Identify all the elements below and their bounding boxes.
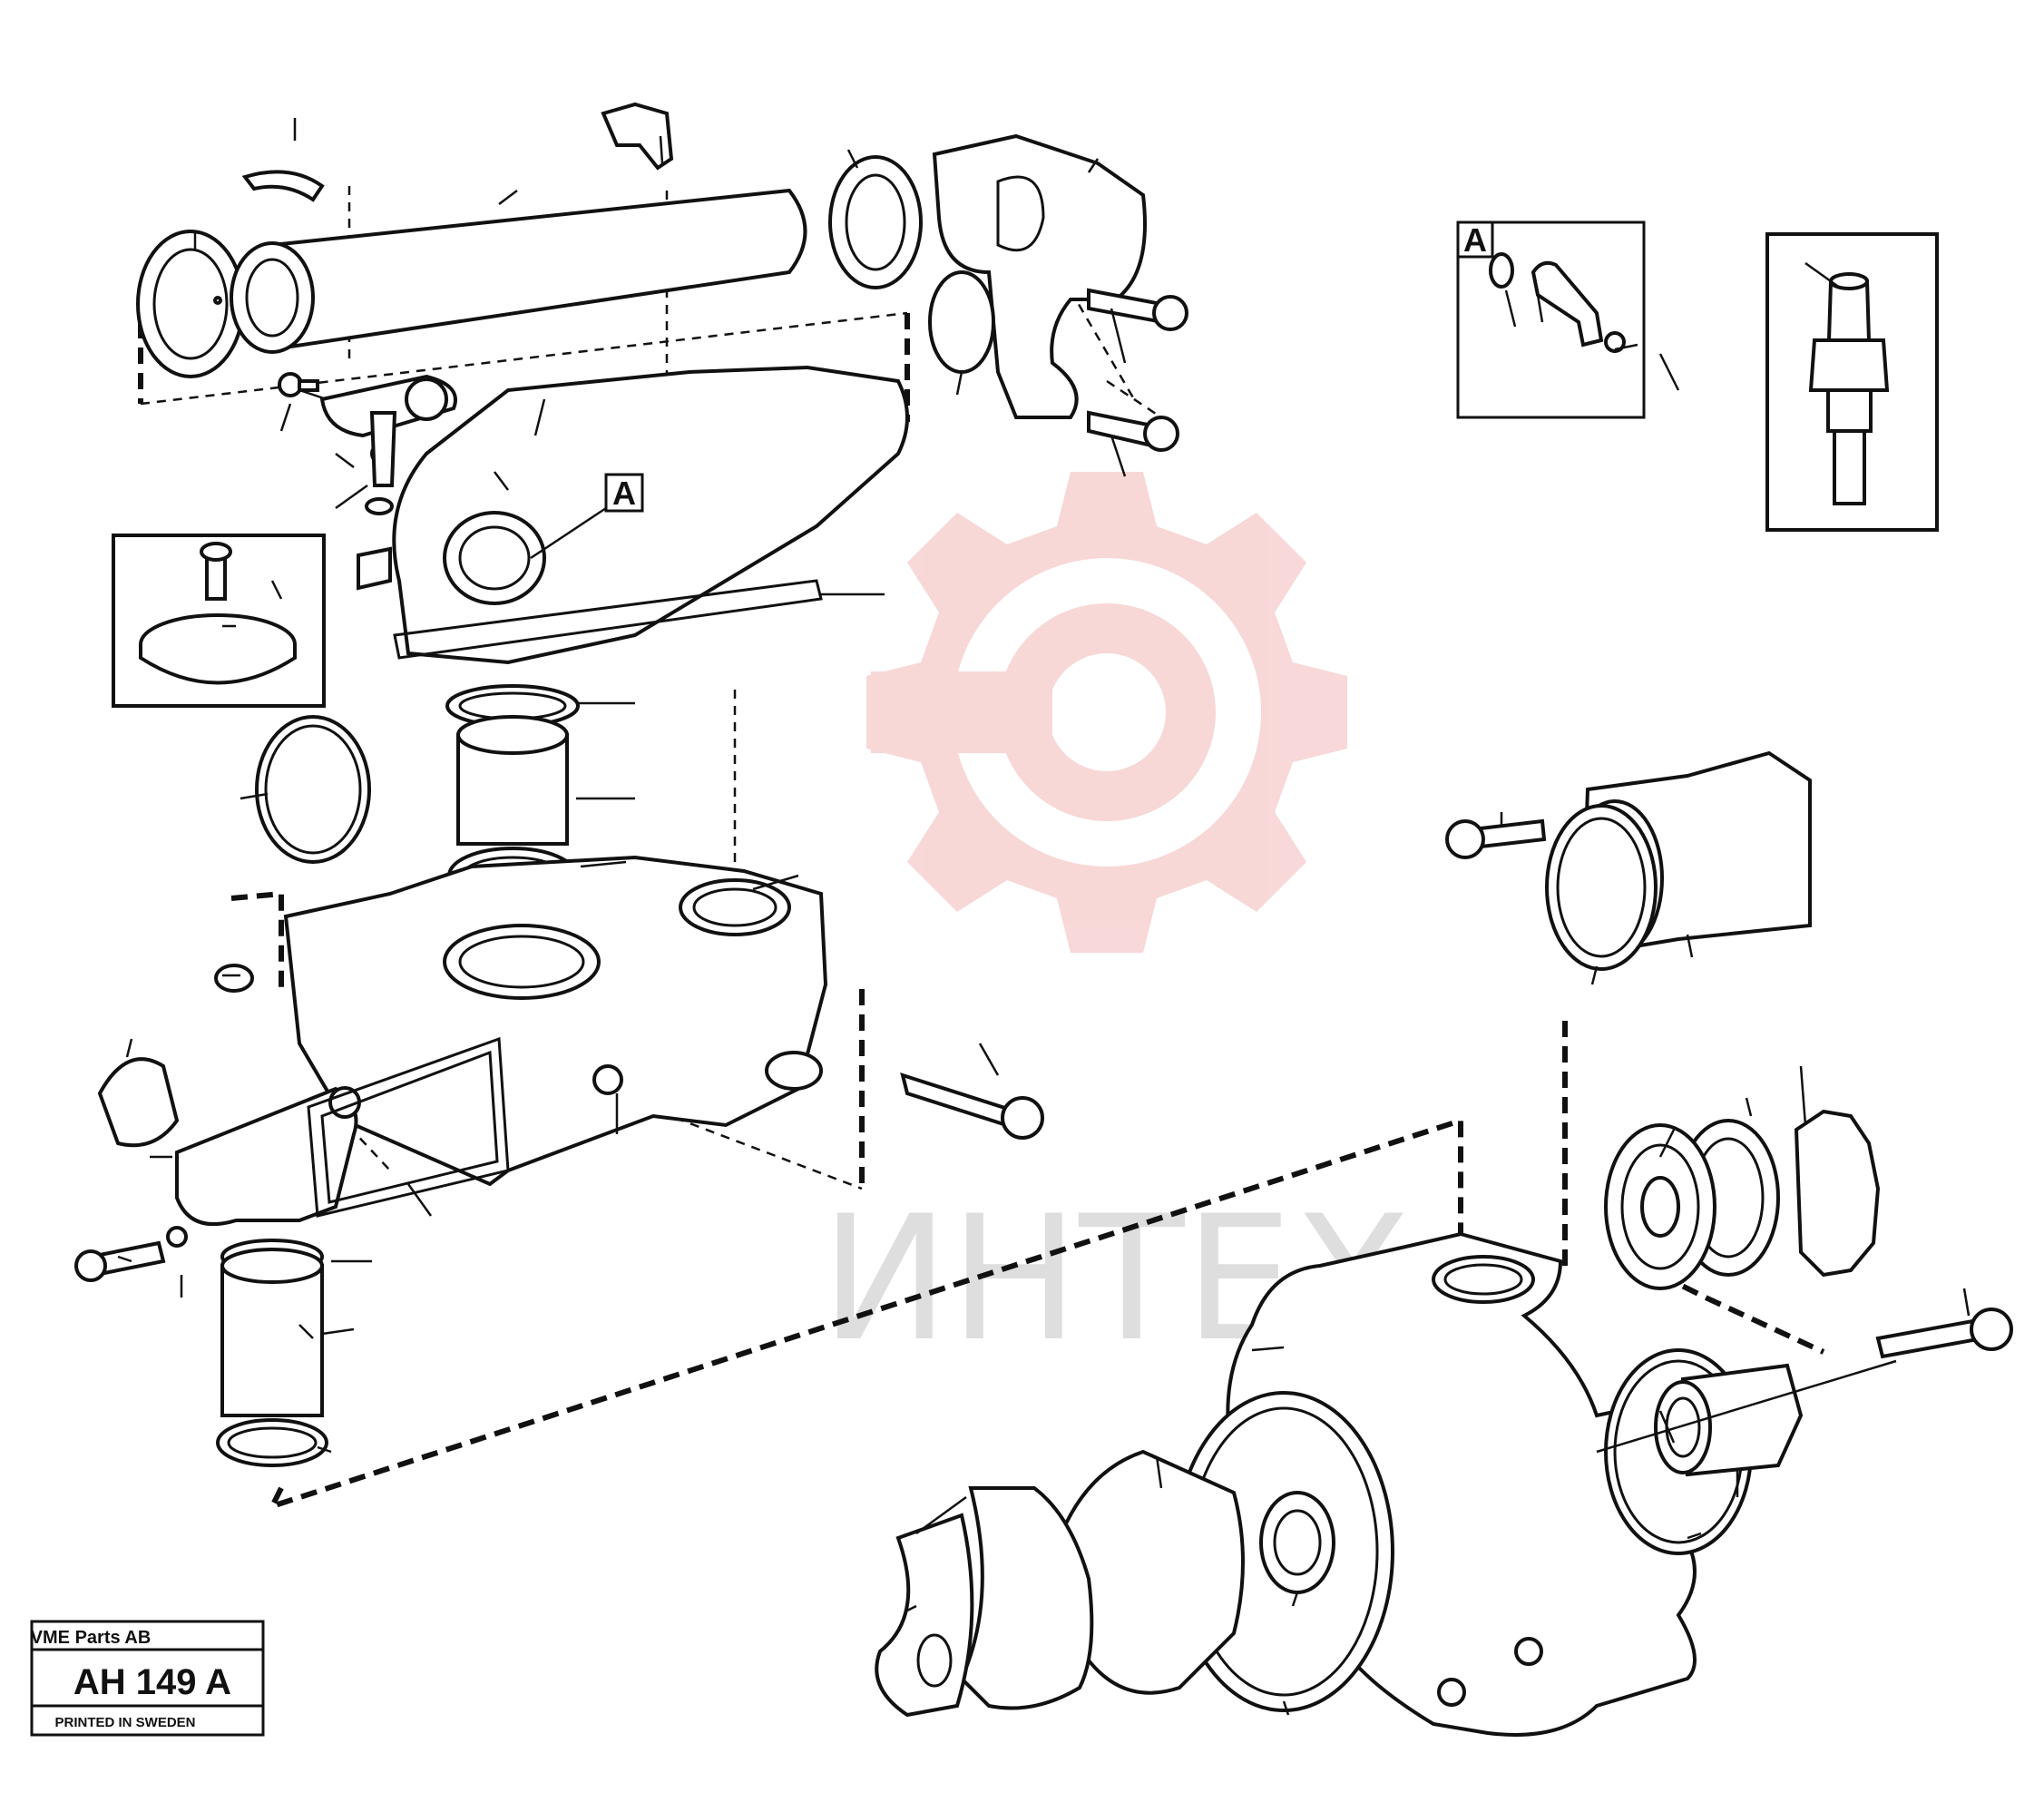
detail-box-sensor xyxy=(1765,232,1939,532)
callout-a-letter: A xyxy=(612,475,636,512)
watermark-gear-icon xyxy=(866,472,1347,953)
stamp-code: AH 149 A xyxy=(73,1662,231,1702)
thermostat-cover xyxy=(213,296,909,665)
stamp-company: VME Parts AB xyxy=(31,1628,152,1648)
coolant-pipe-assembly xyxy=(136,102,923,378)
watermark: ИНТЕХ xyxy=(820,472,1412,1379)
impeller-assembly xyxy=(875,1391,1394,1718)
detail-box-a-letter: A xyxy=(1463,221,1487,259)
lower-thermostat-housing xyxy=(214,855,1044,1187)
side-housing xyxy=(1445,750,1812,971)
drive-gear-set xyxy=(1604,1109,1881,1290)
detail-box-a: A xyxy=(1456,220,1646,419)
connecting-pipe xyxy=(216,1239,328,1467)
title-stamp: VME Parts AB AH 149 A PRINTED IN SWEDEN xyxy=(30,1620,265,1737)
stamp-printed: PRINTED IN SWEDEN xyxy=(54,1715,195,1730)
assembly-lines xyxy=(138,186,1825,1512)
inlet-elbow xyxy=(74,1036,510,1282)
leader-lines: 1 2 3 4 5 6 7 8 9 10 11 12 13 14 15 16 1… xyxy=(117,118,1971,1716)
outlet-housing xyxy=(928,133,1188,452)
washer-detail-box xyxy=(112,534,326,708)
callout-a: A xyxy=(530,473,644,560)
